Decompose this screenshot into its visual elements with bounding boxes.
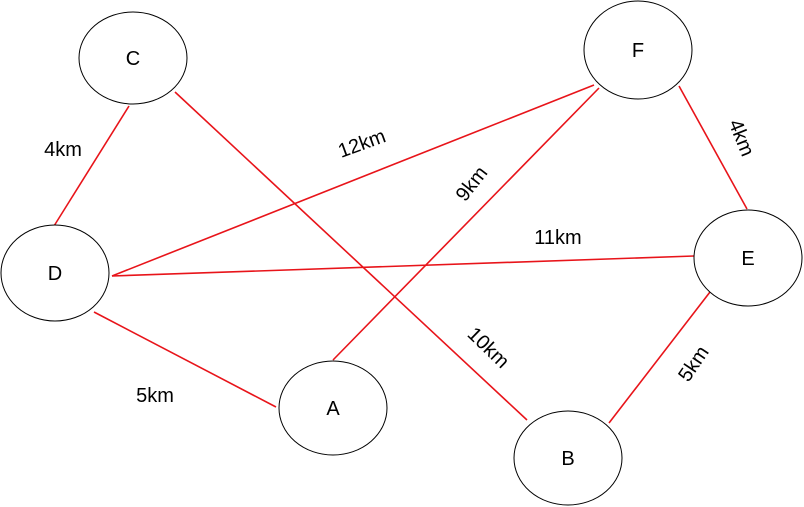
- edge-label-c-b: 10km: [463, 323, 513, 373]
- node-e: E: [693, 209, 803, 307]
- node-d: D: [0, 224, 110, 322]
- edge-label-f-e: 4km: [724, 116, 759, 159]
- edge-label-c-d: 4km: [44, 139, 82, 161]
- edge-d-f: [111, 84, 595, 277]
- node-circle-b: [513, 410, 623, 506]
- edge-label-d-e: 11km: [534, 227, 581, 249]
- node-label-c: C: [126, 48, 140, 70]
- edge-label-a-f: 9km: [452, 162, 493, 205]
- edge-b-e: [608, 291, 711, 424]
- edge-d-e: [111, 255, 695, 277]
- node-circle-d: [0, 224, 110, 322]
- node-label-b: B: [561, 448, 574, 470]
- node-circle-e: [693, 209, 803, 307]
- edge-c-b: [174, 91, 528, 421]
- node-label-d: D: [48, 263, 62, 285]
- edge-d-a: [93, 311, 277, 408]
- node-circle-f: [583, 0, 693, 100]
- node-label-f: F: [632, 40, 644, 62]
- edge-label-b-e: 5km: [674, 342, 713, 386]
- node-f: F: [583, 0, 693, 100]
- edges-layer: [53, 84, 748, 424]
- node-circle-a: [278, 360, 388, 456]
- node-circle-c: [78, 11, 188, 105]
- edge-c-d: [53, 105, 130, 227]
- edge-label-d-a: 5km: [136, 385, 174, 407]
- node-c: C: [78, 11, 188, 105]
- node-a: A: [278, 360, 388, 456]
- node-b: B: [513, 410, 623, 506]
- edge-f-e: [678, 85, 748, 210]
- node-label-a: A: [326, 398, 340, 420]
- edge-labels-layer: 4km 10km 12km 9km 11km 4km 5km 5km: [44, 116, 758, 407]
- edge-label-d-f: 12km: [335, 125, 388, 162]
- edge-a-f: [332, 87, 600, 361]
- node-label-e: E: [741, 248, 754, 270]
